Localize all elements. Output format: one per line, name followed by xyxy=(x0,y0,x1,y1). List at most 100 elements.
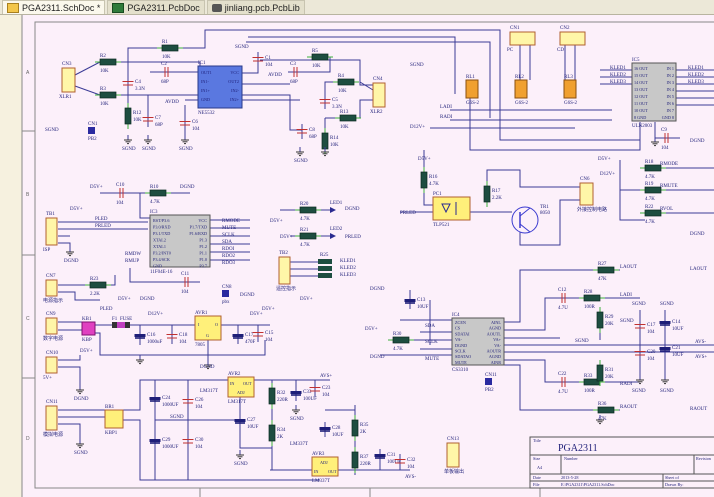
tab-pga2311-schdoc[interactable]: PGA2311.SchDoc * xyxy=(2,0,106,14)
resistor-array[interactable]: R25 xyxy=(318,253,332,278)
component-value: 4.7K xyxy=(150,200,160,205)
component-value: NE5532 xyxy=(198,111,215,116)
net-label: DGND xyxy=(240,293,255,298)
component-value: 1000uF xyxy=(147,340,163,345)
tab-jinliang-pcblib[interactable]: jinliang.pcb.PcbLib xyxy=(206,0,305,14)
tab-pga2311-pcbdoc[interactable]: PGA2311.PcbDoc xyxy=(107,0,205,14)
mcu-ic3[interactable]: IC311F04E-16RST/P3.6P3.0/RXDP3.1/TXDXTAL… xyxy=(149,210,211,275)
capacitor[interactable]: C53.3N xyxy=(319,94,342,110)
led[interactable]: LED1 xyxy=(330,201,343,213)
capacitor[interactable]: C43.3N xyxy=(122,76,145,92)
component-ref: C3 xyxy=(290,62,296,67)
led[interactable]: LED2 xyxy=(330,227,343,239)
pin-label: XTAL2 xyxy=(153,238,166,243)
volume-ic4[interactable]: IC4CS3310ZCENCSSDATAIVA-DGNDSCLKSDATAOMU… xyxy=(451,313,505,373)
